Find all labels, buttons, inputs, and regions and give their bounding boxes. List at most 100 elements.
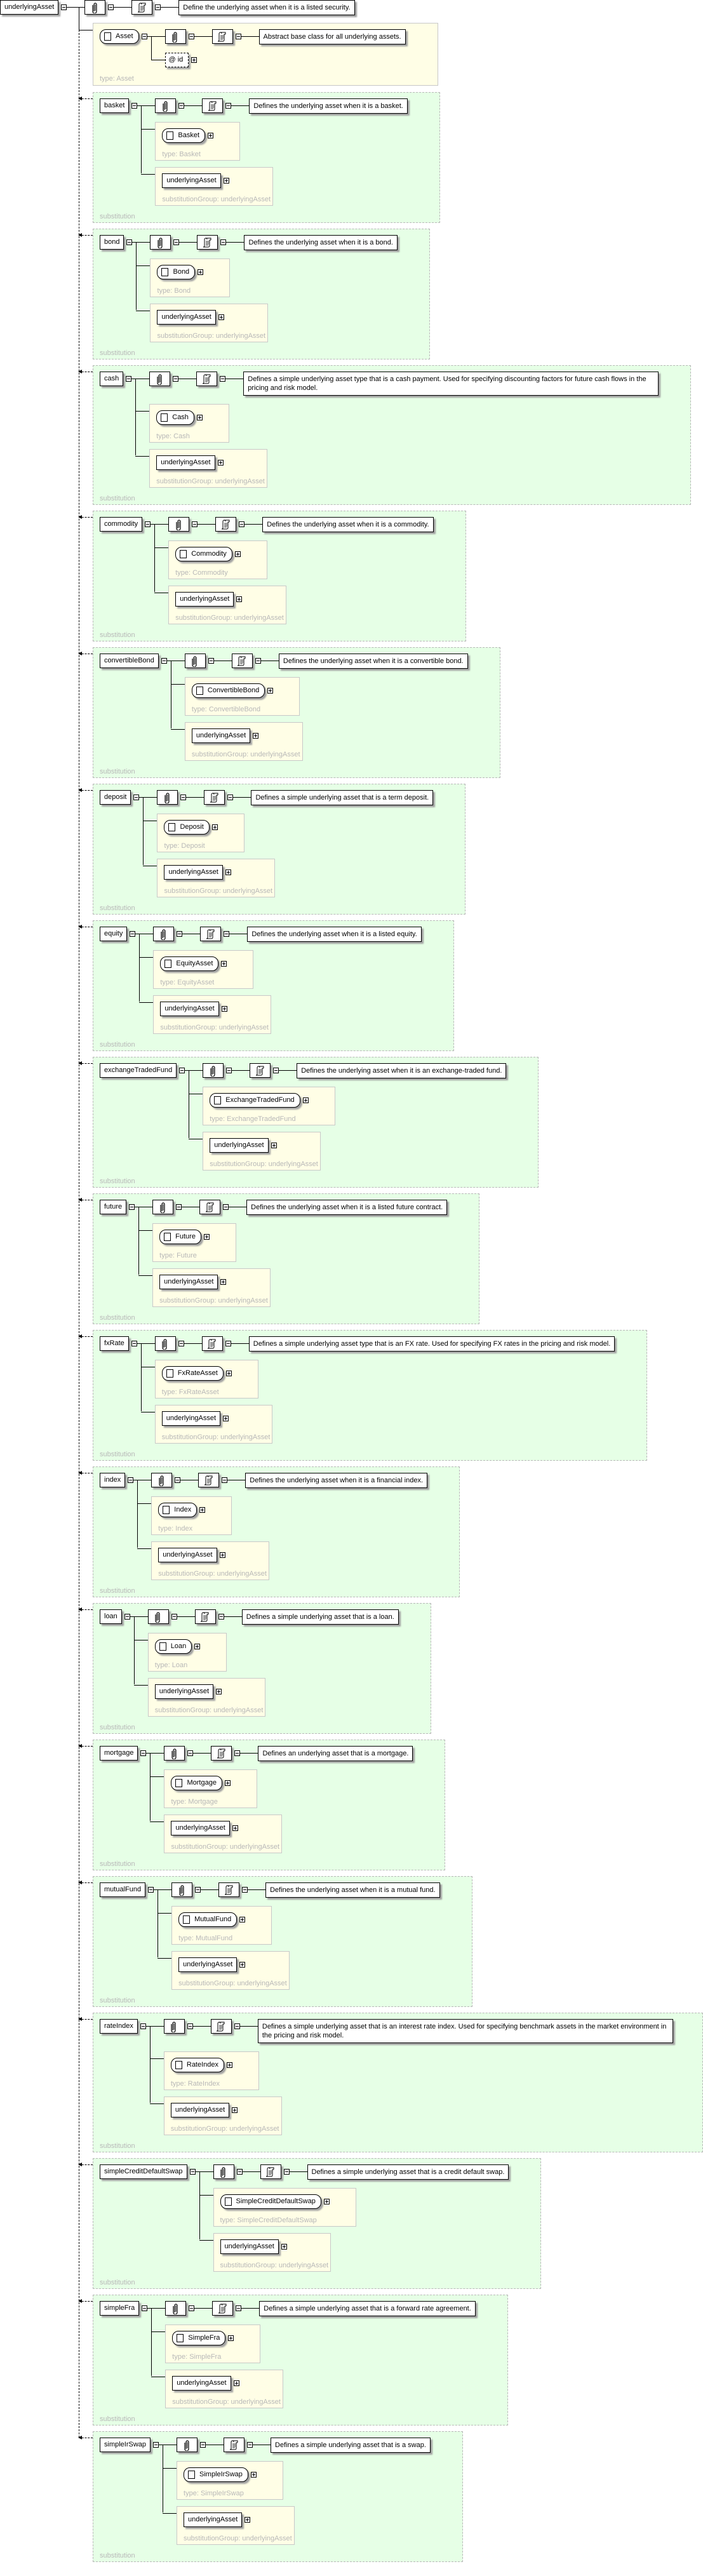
group-element-box[interactable]: underlyingAsset: [157, 310, 216, 325]
expand-toggle[interactable]: [232, 1825, 238, 1831]
documentation-scroll-icon[interactable]: [212, 2301, 234, 2316]
expand-toggle[interactable]: [219, 1552, 225, 1558]
complex-type[interactable]: Commodity: [175, 547, 232, 561]
collapse-toggle[interactable]: [155, 4, 161, 10]
expand-toggle[interactable]: [194, 1644, 201, 1649]
group-element-box[interactable]: underlyingAsset: [178, 1957, 238, 1972]
collapse-toggle[interactable]: [220, 239, 227, 245]
group-element-box[interactable]: underlyingAsset: [160, 1002, 219, 1016]
documentation-scroll-icon[interactable]: [202, 98, 224, 113]
collapse-toggle[interactable]: [195, 1887, 201, 1893]
group-element-box[interactable]: underlyingAsset: [154, 1684, 214, 1699]
documentation-scroll-icon[interactable]: [210, 2019, 232, 2034]
complex-type[interactable]: Mortgage: [171, 1776, 222, 1790]
element-box[interactable]: rateIndex: [100, 2019, 138, 2034]
documentation-scroll-icon[interactable]: [200, 927, 222, 941]
expand-toggle[interactable]: [225, 1371, 232, 1376]
collapse-toggle[interactable]: [189, 2169, 196, 2175]
collapse-toggle[interactable]: [131, 103, 138, 109]
complex-type[interactable]: Bond: [157, 265, 196, 279]
element-box[interactable]: simpleIrSwap: [100, 2438, 151, 2452]
collapse-toggle[interactable]: [133, 795, 140, 800]
complex-type[interactable]: SimpleFra: [172, 2331, 226, 2345]
documentation-scroll-icon[interactable]: [231, 654, 253, 668]
expand-toggle[interactable]: [244, 2517, 251, 2523]
asset-complex-type[interactable]: Asset: [100, 29, 139, 44]
group-element-box[interactable]: underlyingAsset: [171, 1821, 230, 1835]
documentation-scroll-icon[interactable]: [196, 372, 218, 386]
expand-toggle[interactable]: [220, 1279, 227, 1285]
collapse-toggle[interactable]: [178, 103, 185, 109]
collapse-toggle[interactable]: [175, 1477, 181, 1483]
collapse-toggle[interactable]: [176, 1204, 182, 1210]
collapse-toggle[interactable]: [108, 4, 114, 10]
expand-toggle[interactable]: [228, 2335, 234, 2341]
documentation-scroll-icon[interactable]: [224, 2438, 245, 2452]
collapse-toggle[interactable]: [173, 376, 179, 382]
complex-type[interactable]: Index: [158, 1503, 198, 1517]
documentation-scroll-icon[interactable]: [199, 1200, 221, 1214]
expand-toggle[interactable]: [224, 1780, 231, 1786]
expand-toggle[interactable]: [217, 460, 224, 466]
complex-type[interactable]: EquityAsset: [160, 956, 219, 971]
collapse-toggle[interactable]: [188, 34, 194, 39]
collapse-toggle[interactable]: [236, 2169, 243, 2175]
expand-toggle[interactable]: [203, 1234, 210, 1240]
documentation-scroll-icon[interactable]: [215, 517, 237, 532]
annotation-paperclip-icon[interactable]: [155, 98, 177, 113]
collapse-toggle[interactable]: [242, 1887, 248, 1893]
collapse-toggle[interactable]: [140, 2023, 146, 2029]
expand-toggle[interactable]: [271, 1143, 277, 1148]
collapse-toggle[interactable]: [173, 239, 180, 245]
collapse-toggle[interactable]: [234, 2023, 240, 2029]
group-element-box[interactable]: underlyingAsset: [158, 1548, 217, 1562]
documentation-scroll-icon[interactable]: [211, 1746, 232, 1761]
complex-type[interactable]: ConvertibleBond: [191, 683, 265, 698]
collapse-toggle[interactable]: [187, 2023, 193, 2029]
expand-toggle[interactable]: [281, 2244, 287, 2250]
expand-toggle[interactable]: [323, 2199, 330, 2204]
expand-toggle[interactable]: [199, 1507, 206, 1513]
collapse-toggle[interactable]: [177, 931, 183, 937]
expand-toggle[interactable]: [211, 824, 218, 830]
collapse-toggle[interactable]: [218, 1614, 224, 1620]
collapse-toggle[interactable]: [224, 931, 230, 937]
collapse-toggle[interactable]: [61, 4, 67, 10]
collapse-toggle[interactable]: [225, 103, 232, 109]
collapse-toggle[interactable]: [187, 1750, 194, 1756]
annotation-paperclip-icon[interactable]: [157, 790, 178, 805]
element-box[interactable]: loan: [100, 1609, 122, 1624]
annotation-paperclip-icon[interactable]: [163, 2019, 185, 2034]
documentation-scroll-icon[interactable]: [194, 1609, 216, 1624]
complex-type[interactable]: SimpleCreditDefaultSwap: [220, 2194, 321, 2209]
annotation-paperclip-icon[interactable]: [203, 1063, 224, 1078]
collapse-toggle[interactable]: [145, 521, 151, 527]
element-box[interactable]: simpleCreditDefaultSwap: [100, 2164, 187, 2179]
complex-type[interactable]: Basket: [162, 128, 206, 143]
expand-toggle[interactable]: [225, 869, 231, 875]
collapse-toggle[interactable]: [192, 521, 198, 527]
element-box[interactable]: mutualFund: [100, 1882, 146, 1897]
root-element-box[interactable]: underlyingAsset: [0, 0, 59, 15]
complex-type[interactable]: MutualFund: [178, 1912, 238, 1927]
collapse-toggle[interactable]: [178, 1341, 184, 1346]
documentation-scroll-icon[interactable]: [250, 1063, 271, 1078]
expand-toggle[interactable]: [223, 1416, 229, 1421]
expand-toggle[interactable]: [218, 314, 224, 320]
annotation-paperclip-icon[interactable]: [152, 1200, 174, 1214]
complex-type[interactable]: Cash: [156, 410, 194, 425]
documentation-scroll-icon[interactable]: [198, 1473, 220, 1487]
documentation-scroll-icon[interactable]: [201, 1336, 223, 1351]
annotation-paperclip-icon[interactable]: [165, 2301, 187, 2316]
annotation-paperclip-icon[interactable]: [164, 1746, 185, 1761]
collapse-toggle[interactable]: [226, 1068, 232, 1073]
annotation-paperclip-icon[interactable]: [153, 927, 175, 941]
group-element-box[interactable]: underlyingAsset: [170, 2103, 230, 2117]
annotation-paperclip-icon[interactable]: [149, 372, 171, 386]
expand-toggle[interactable]: [221, 1006, 227, 1012]
annotation-paperclip-icon[interactable]: [177, 2438, 198, 2452]
expand-toggle[interactable]: [233, 2380, 239, 2386]
element-box[interactable]: future: [100, 1200, 127, 1214]
collapse-toggle[interactable]: [141, 34, 147, 39]
collapse-toggle[interactable]: [208, 658, 214, 664]
